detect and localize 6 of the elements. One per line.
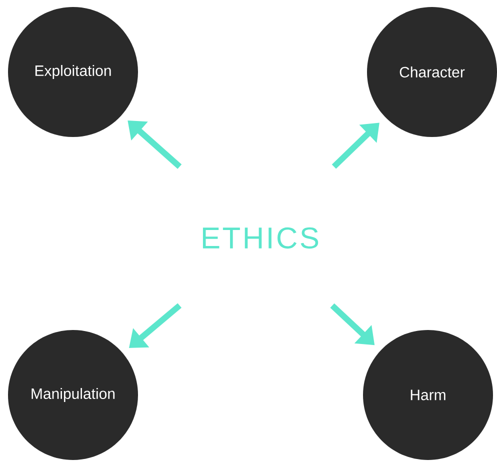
circle-node: Exploitation	[8, 7, 138, 137]
circle-node: Character	[367, 7, 497, 137]
title-text: ETHICS	[202, 227, 318, 249]
arrow	[129, 303, 182, 348]
circle-node: Manipulation	[8, 330, 138, 460]
circle-node: Harm	[363, 330, 493, 460]
